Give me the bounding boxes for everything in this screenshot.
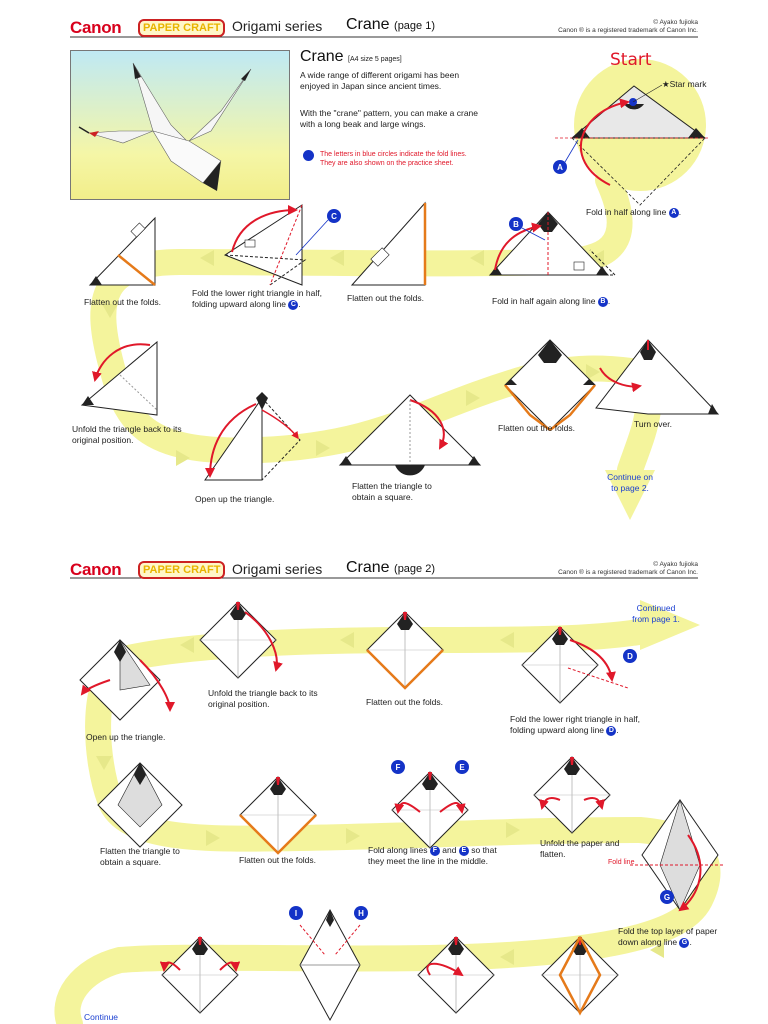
step-fold-c-line1: Fold the lower right triangle in half,	[192, 288, 322, 298]
step2-fold-ef: Fold along lines F and E so that they me…	[368, 845, 503, 867]
canon-logo-2: Canon	[70, 560, 122, 579]
series-title-2: Origami series	[232, 561, 323, 577]
step-fold-d: Fold the lower right triangle in half, f…	[510, 714, 640, 736]
badge-e: E	[458, 845, 469, 856]
page-title: Crane (page 1)	[346, 16, 435, 34]
diagram-fold-b: B	[488, 211, 617, 276]
step-open: Open up the triangle.	[195, 494, 275, 504]
step2-fold-ef-1: Fold along lines	[368, 845, 428, 855]
svg-text:A: A	[557, 163, 563, 172]
step2-fold-g: Fold the top layer of paper down along l…	[618, 926, 718, 948]
step2-fold-g-line2: down along line	[618, 937, 678, 947]
intro-size: [A4 size 5 pages]	[348, 56, 402, 63]
legend-note: The letters in blue circles indicate the…	[320, 151, 467, 167]
credit-block: © Ayako fujioka Canon ® is a registered …	[520, 19, 698, 35]
step-flatten-1: Flatten out the folds.	[347, 293, 425, 303]
step-fold-d-line2: folding upward along line	[510, 725, 605, 735]
diagram-open-2	[79, 639, 175, 721]
svg-text:D: D	[627, 652, 633, 661]
page-title-2: Crane (page 2)	[346, 559, 435, 577]
diagram-fold-c: C	[223, 204, 341, 286]
start-label: Start	[610, 50, 652, 70]
star-mark-text: Star mark	[669, 79, 707, 89]
svg-text:E: E	[459, 763, 465, 772]
badge-c: C	[288, 299, 299, 310]
badge-a: A	[668, 207, 679, 218]
intro-heading: Crane [A4 size 5 pages]	[300, 48, 402, 66]
svg-text:F: F	[396, 763, 401, 772]
badge-f: F	[429, 845, 440, 856]
svg-text:I: I	[295, 909, 297, 918]
continued-arrow	[640, 600, 700, 650]
diagram-square-2	[97, 762, 183, 848]
page-number: (page 1)	[394, 20, 436, 32]
diagram-fold-g	[630, 798, 725, 912]
step2-flatten-2: Flatten out the folds.	[239, 855, 317, 865]
step2-square: Flatten the triangle to obtain a square.	[100, 846, 180, 867]
diagram-square	[338, 394, 482, 476]
step2-fold-ef-2: and	[442, 845, 457, 855]
intro-title: Crane	[300, 48, 344, 65]
badge-g-inline: G	[679, 937, 690, 948]
step-fold-a: Fold in half along line A.	[586, 207, 682, 218]
step-fold-c-line2: folding upward along line	[192, 299, 287, 309]
crane-title-2: Crane	[346, 559, 390, 576]
series-title: Origami series	[232, 18, 323, 34]
continue-page-2: Continue on to page 2.	[607, 472, 653, 493]
badge-d: D	[606, 725, 617, 736]
page-number-2: (page 2)	[394, 563, 436, 575]
diagram-flatten-1	[350, 201, 427, 286]
step2-unfold: Unfold the triangle back to its original…	[208, 688, 318, 709]
step-flatten-3: Flatten out the folds.	[498, 423, 576, 433]
credit-block-2: © Ayako fujioka Canon ® is a registered …	[520, 561, 698, 577]
trademark-note-2: Canon ® is a registered trademark of Can…	[558, 569, 698, 576]
crane-illustration	[78, 62, 252, 191]
svg-text:H: H	[358, 909, 364, 918]
trademark-note: Canon ® is a registered trademark of Can…	[558, 27, 698, 34]
step2-unfold-flatten: Unfold the paper and flatten.	[540, 838, 620, 859]
step2-fold-ef-3: so that they meet the line in the middle…	[368, 845, 497, 866]
paper-craft-logo: PAPER CRAFT	[138, 19, 226, 37]
step2-fold-g-line1: Fold the top layer of paper	[618, 926, 718, 936]
step-fold-b: Fold in half again along line B.	[492, 296, 611, 307]
svg-text:B: B	[513, 220, 519, 229]
start-diagram: A	[553, 84, 708, 206]
intro-paragraph-1: A wide range of different origami has be…	[300, 70, 460, 91]
step2-flatten-1: Flatten out the folds.	[366, 697, 444, 707]
fold-line-label: Fold line	[608, 859, 635, 866]
continued-from-page-1: Continued from page 1.	[632, 603, 680, 624]
step-fold-d-line1: Fold the lower right triangle in half,	[510, 714, 640, 724]
step-fold-a-text: Fold in half along line	[586, 207, 667, 217]
step2-open: Open up the triangle.	[86, 732, 166, 742]
step-fold-c: Fold the lower right triangle in half, f…	[192, 288, 322, 310]
step-flatten-2: Flatten out the folds.	[84, 297, 162, 307]
diagram-flatten-2	[88, 216, 156, 286]
continue-next-page: Continue	[84, 1012, 119, 1022]
step-fold-b-text: Fold in half again along line	[492, 296, 596, 306]
badge-b: B	[597, 296, 608, 307]
diagram-fold-hi	[299, 908, 361, 1022]
step-turn-over: Turn over.	[634, 419, 672, 429]
step-unfold: Unfold the triangle back to its original…	[72, 424, 182, 445]
intro-paragraph-2: With the "crane" pattern, you can make a…	[300, 108, 479, 129]
step-square: Flatten the triangle to obtain a square.	[352, 481, 432, 502]
star-mark-label: ★Star mark	[662, 79, 707, 89]
diagram-open	[204, 392, 301, 481]
svg-text:C: C	[331, 212, 337, 221]
paper-craft-logo-2: PAPER CRAFT	[138, 561, 226, 579]
crane-title: Crane	[346, 16, 390, 33]
crane-photo	[70, 50, 290, 200]
diagram-turn-over	[595, 339, 720, 415]
author-credit: © Ayako fujioka	[653, 19, 698, 26]
canon-logo: Canon	[70, 18, 122, 37]
continue-arrow	[605, 470, 655, 520]
diagram-unfold	[80, 340, 158, 416]
svg-text:G: G	[664, 893, 670, 902]
author-credit-2: © Ayako fujioka	[653, 561, 698, 568]
diagram-flatten-3	[504, 339, 596, 431]
legend-circle-icon	[303, 150, 314, 161]
